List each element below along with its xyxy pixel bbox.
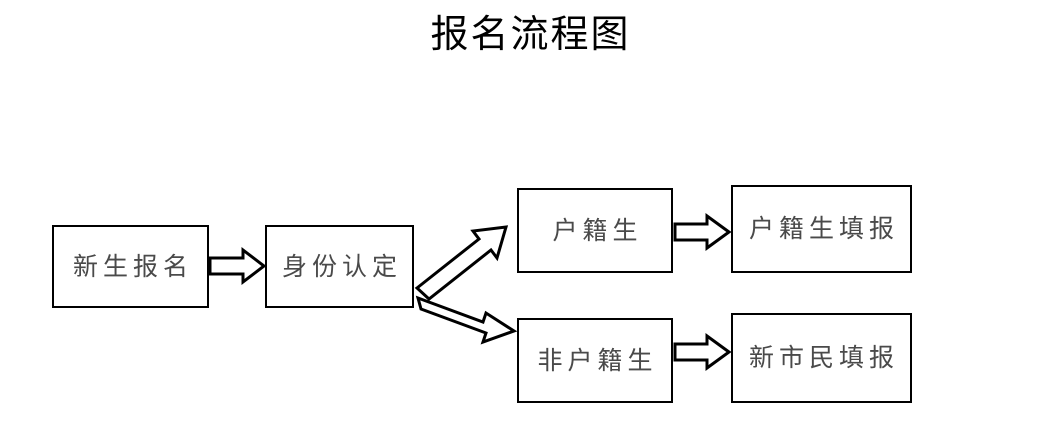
arrow-shenfen-to-feihuji xyxy=(415,295,518,345)
node-huji-sheng[interactable]: 户籍生 xyxy=(517,188,673,273)
node-label: 非户籍生 xyxy=(537,345,658,375)
arrow-shenfen-to-huji xyxy=(414,225,509,301)
node-shenfen-rending[interactable]: 身份认定 xyxy=(265,225,414,308)
node-label: 身份认定 xyxy=(281,251,402,281)
node-label: 新生报名 xyxy=(72,251,193,281)
arrow-huji-to-huji-tianbao xyxy=(673,213,732,251)
arrow-xinsheng-to-shenfen xyxy=(208,246,267,286)
node-label: 新市民填报 xyxy=(748,343,899,372)
node-label: 户籍生 xyxy=(552,215,643,245)
page-title: 报名流程图 xyxy=(430,12,631,56)
node-huji-sheng-tianbao[interactable]: 户籍生填报 xyxy=(731,185,912,273)
node-label: 户籍生填报 xyxy=(748,214,899,243)
node-feihuji-sheng[interactable]: 非户籍生 xyxy=(517,318,673,403)
node-xinsheng-baoming[interactable]: 新生报名 xyxy=(52,225,209,308)
node-xinshimin-tianbao[interactable]: 新市民填报 xyxy=(731,313,912,403)
arrow-feihuji-to-xinshimin xyxy=(673,333,732,371)
